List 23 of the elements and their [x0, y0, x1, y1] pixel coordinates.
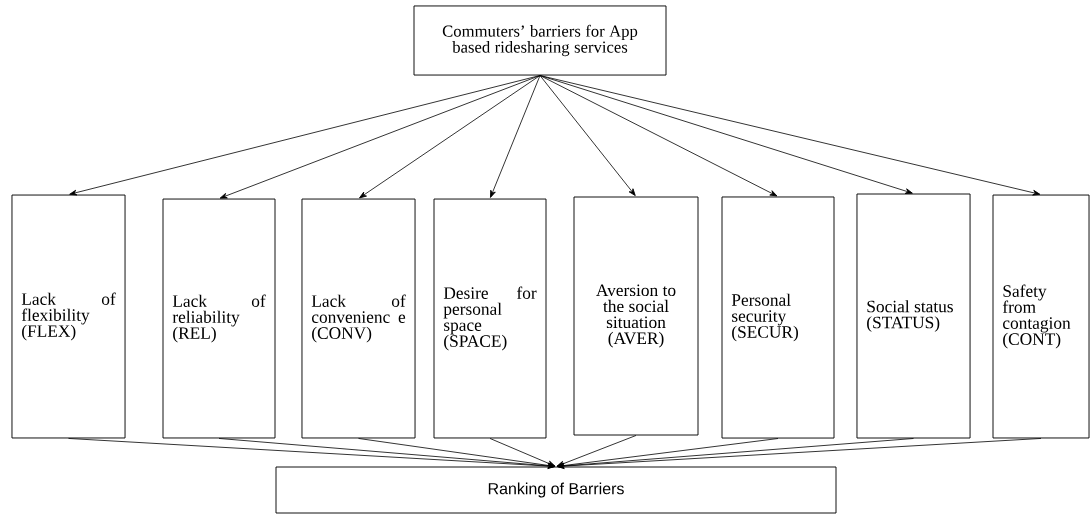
barrier-box: Desire for personal space (SPACE) [433, 198, 547, 439]
result-box: Ranking of Barriers [275, 466, 837, 514]
arrow [539, 75, 636, 196]
arrow [539, 75, 1041, 196]
arrow [556, 435, 637, 467]
barrier-box: Aversion to the social situation (AVER) [573, 196, 699, 436]
barrier-box: Lack of convenienc e (CONV) [301, 198, 416, 439]
arrow [358, 438, 556, 469]
arrow [219, 75, 541, 199]
arrow [489, 438, 556, 467]
arrow [359, 75, 541, 199]
arrow [69, 75, 541, 196]
title-box: Commuters’ barriers for App based ridesharing services [413, 5, 667, 76]
arrow [556, 438, 779, 469]
arrow [68, 438, 556, 469]
barrier-box: Personal security (SECUR) [721, 196, 835, 439]
barrier-box: Lack of reliability (REL) [162, 198, 276, 439]
arrow [556, 438, 1042, 469]
arrow [490, 75, 541, 198]
barrier-box: Safety from contagion (CONT) [992, 194, 1090, 439]
arrow [539, 75, 778, 197]
barrier-box: Lack of flexibility (FLEX) [11, 194, 126, 439]
barrier-box: Social status (STATUS) [856, 193, 971, 439]
